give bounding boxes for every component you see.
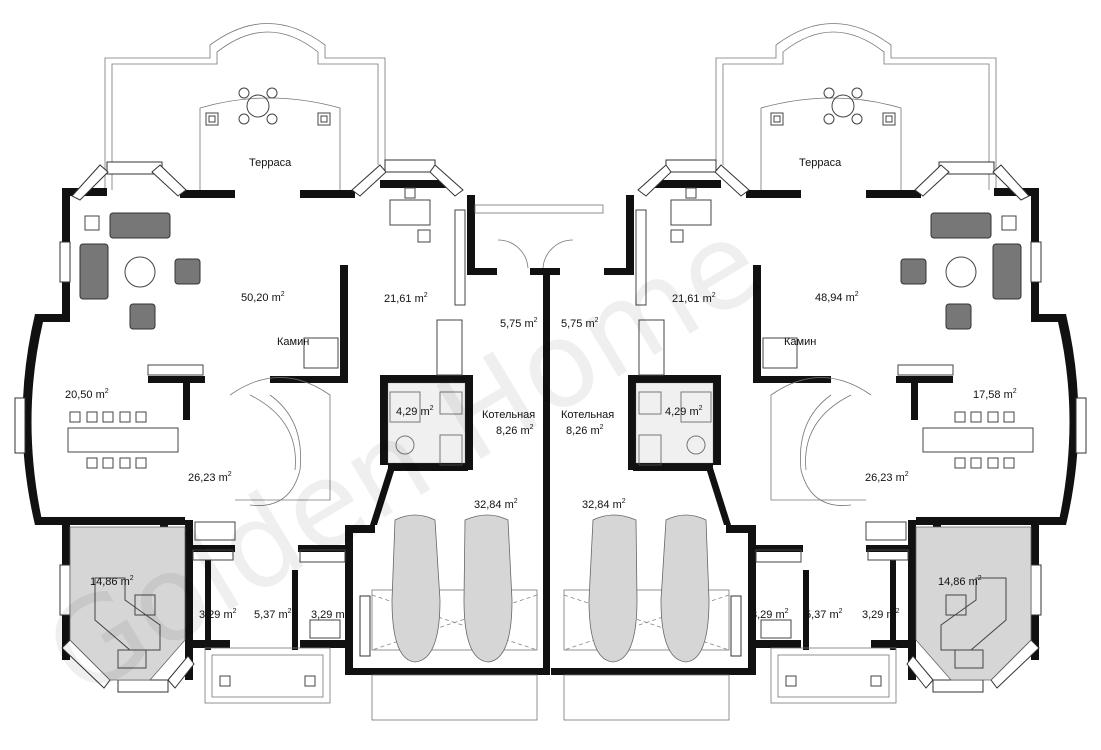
left-labels: Терраса Камин Котельная 50,20 m2 21,61 m… — [65, 157, 538, 621]
sup: 2 — [130, 575, 134, 582]
area-office-right: 21,61 m — [672, 293, 712, 305]
area-store1-left: 3,29 m — [199, 609, 233, 621]
area-hall-right: 26,23 m — [865, 472, 905, 484]
label-terrace-left: Терраса — [249, 157, 292, 169]
svg-text:14,86 m2: 14,86 m2 — [90, 575, 134, 588]
furniture-right — [635, 187, 1034, 639]
sup: 2 — [105, 388, 109, 395]
sup: 2 — [424, 292, 428, 299]
label-boiler-left: Котельная — [482, 409, 535, 421]
entry-right — [770, 647, 897, 704]
area-boiler-left: 8,26 m — [496, 425, 530, 437]
area-living-right: 48,94 m — [815, 292, 855, 304]
sup: 2 — [430, 405, 434, 412]
svg-text:26,23 m2: 26,23 m2 — [188, 471, 232, 484]
area-boiler-right: 8,26 m — [566, 425, 600, 437]
sup: 2 — [1013, 388, 1017, 395]
svg-text:20,50 m2: 20,50 m2 — [65, 388, 109, 401]
svg-text:26,23 m2: 26,23 m2 — [865, 471, 909, 484]
sup: 2 — [595, 317, 599, 324]
sup: 2 — [288, 608, 292, 615]
area-kitchen-right: 14,86 m — [938, 576, 978, 588]
area-entry-right: 5,37 m — [805, 609, 839, 621]
label-fireplace-right: Камин — [784, 336, 816, 348]
svg-text:32,84 m2: 32,84 m2 — [582, 498, 626, 511]
svg-text:5,37 m2: 5,37 m2 — [254, 608, 292, 621]
area-bath-left: 4,29 m — [396, 406, 430, 418]
area-living-left: 50,20 m — [241, 292, 281, 304]
area-bath-right: 4,29 m — [665, 406, 699, 418]
right-unit — [551, 23, 1087, 721]
area-garage-right: 32,84 m — [582, 499, 622, 511]
sup: 2 — [896, 608, 900, 615]
terrace-right — [715, 23, 997, 195]
right-labels: Терраса Камин Котельная 48,94 m2 21,61 m… — [561, 157, 1017, 621]
left-unit — [14, 23, 560, 721]
label-boiler-right: Котельная — [561, 409, 614, 421]
sup: 2 — [699, 405, 703, 412]
sup: 2 — [534, 317, 538, 324]
svg-text:5,37 m2: 5,37 m2 — [805, 608, 843, 621]
sup: 2 — [622, 498, 626, 505]
svg-text:50,20 m2: 50,20 m2 — [241, 291, 285, 304]
area-small-left: 5,75 m — [500, 318, 534, 330]
center-passage — [474, 204, 604, 269]
svg-text:14,86 m2: 14,86 m2 — [938, 575, 982, 588]
svg-text:17,58 m2: 17,58 m2 — [973, 388, 1017, 401]
area-entry-left: 5,37 m — [254, 609, 288, 621]
svg-text:4,29 m2: 4,29 m2 — [396, 405, 434, 418]
area-dining-left: 20,50 m — [65, 389, 105, 401]
sup: 2 — [978, 575, 982, 582]
sup: 2 — [905, 471, 909, 478]
sup: 2 — [600, 424, 604, 431]
area-office-left: 21,61 m — [384, 293, 424, 305]
sup: 2 — [345, 608, 349, 615]
svg-text:8,26 m2: 8,26 m2 — [566, 424, 604, 437]
area-store2-left: 3,29 m — [311, 609, 345, 621]
svg-text:21,61 m2: 21,61 m2 — [672, 292, 716, 305]
sup: 2 — [228, 471, 232, 478]
svg-text:32,84 m2: 32,84 m2 — [474, 498, 518, 511]
svg-text:3,29 m2: 3,29 m2 — [862, 608, 900, 621]
svg-text:3,29 m2: 3,29 m2 — [311, 608, 349, 621]
kitchen-right — [915, 526, 1032, 681]
sup: 2 — [514, 498, 518, 505]
area-small-right: 5,75 m — [561, 318, 595, 330]
kitchen-left — [69, 526, 186, 681]
windows-right — [637, 159, 1087, 693]
garage-right — [563, 514, 730, 721]
sup: 2 — [855, 291, 859, 298]
entry-left — [204, 647, 331, 704]
area-dining-right: 17,58 m — [973, 389, 1013, 401]
svg-text:4,29 m2: 4,29 m2 — [665, 405, 703, 418]
area-store1-right: 3,29 m — [751, 609, 785, 621]
sup: 2 — [281, 291, 285, 298]
sup: 2 — [839, 608, 843, 615]
terrace-left — [104, 23, 386, 195]
furniture-left — [67, 187, 466, 639]
sup: 2 — [530, 424, 534, 431]
svg-text:48,94 m2: 48,94 m2 — [815, 291, 859, 304]
sup: 2 — [712, 292, 716, 299]
garage-left — [371, 514, 538, 721]
sup: 2 — [233, 608, 237, 615]
svg-text:21,61 m2: 21,61 m2 — [384, 292, 428, 305]
sup: 2 — [785, 608, 789, 615]
walls-left — [22, 180, 560, 680]
area-garage-left: 32,84 m — [474, 499, 514, 511]
svg-text:5,75 m2: 5,75 m2 — [561, 317, 599, 330]
area-hall-left: 26,23 m — [188, 472, 228, 484]
label-terrace-right: Терраса — [799, 157, 842, 169]
area-kitchen-left: 14,86 m — [90, 576, 130, 588]
label-fireplace-left: Камин — [277, 336, 309, 348]
area-store2-right: 3,29 m — [862, 609, 896, 621]
svg-text:3,29 m2: 3,29 m2 — [199, 608, 237, 621]
svg-text:5,75 m2: 5,75 m2 — [500, 317, 538, 330]
svg-text:3,29 m2: 3,29 m2 — [751, 608, 789, 621]
svg-text:8,26 m2: 8,26 m2 — [496, 424, 534, 437]
